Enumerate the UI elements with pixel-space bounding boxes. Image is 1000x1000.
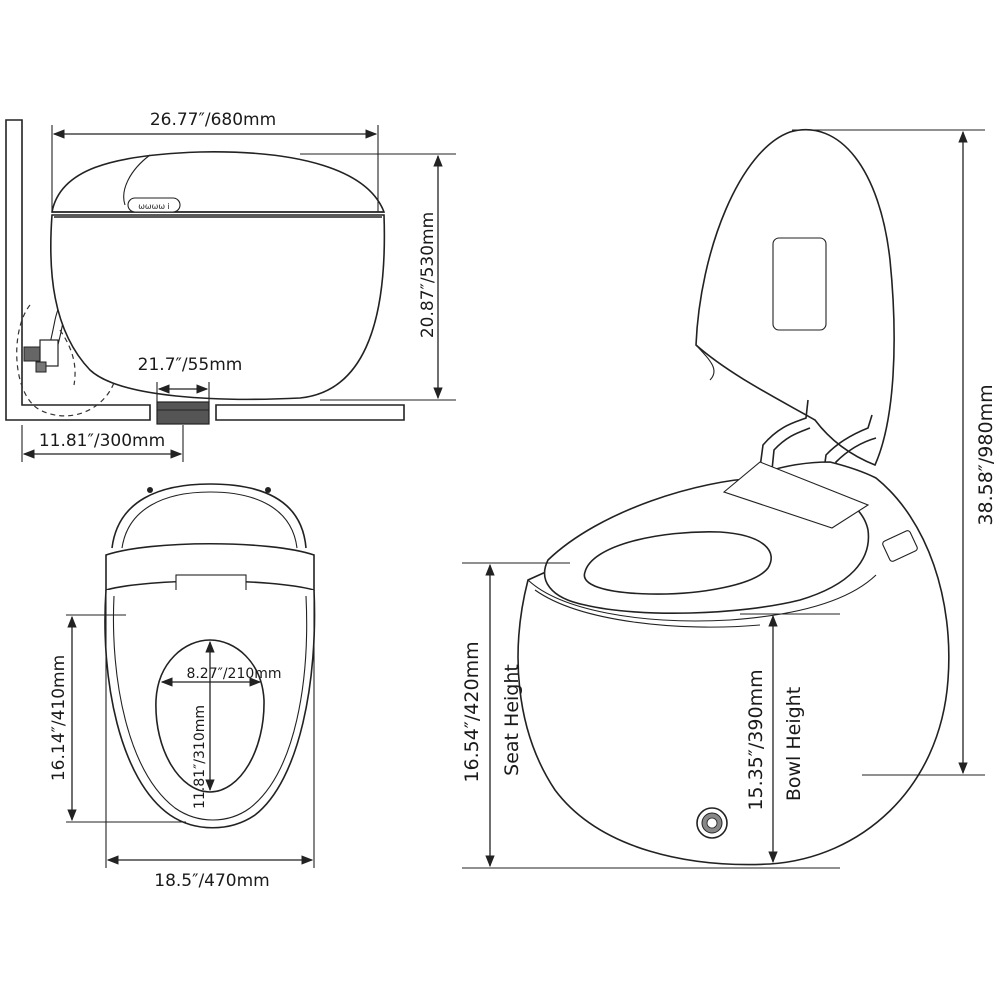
total-height-label: 38.58″/980mm (975, 384, 997, 525)
seat-height-caption: Seat Height (501, 664, 523, 776)
side-view: ωωωω i 26.77″/680mm 20.87″/530mm 21.7″/5… (5, 110, 456, 462)
opening-width-label: 8.27″/210mm (186, 666, 281, 682)
wall (5, 119, 151, 421)
floor-right (215, 404, 405, 421)
lid-display (772, 237, 827, 331)
side-button (882, 530, 918, 562)
top-view: 8.27″/210mm 11.81″/310mm 16.14″/410mm 18… (49, 483, 316, 891)
logo-badge (127, 197, 181, 213)
seat-depth-label: 16.14″/410mm (49, 655, 69, 781)
bowl-height-caption: Bowl Height (783, 687, 805, 801)
iso-seat-opening (583, 531, 772, 595)
rough-in-label: 11.81″/300mm (39, 431, 165, 451)
iso-view: 38.58″/980mm 16.54″/420mm Seat Height 15… (461, 129, 997, 869)
outlet-label: 21.7″/55mm (138, 355, 243, 375)
angle-valve (23, 339, 59, 373)
side-lid (51, 151, 386, 213)
side-width-label: 26.77″/680mm (150, 110, 276, 130)
hinge-arch (111, 483, 307, 549)
drain-outlet (156, 401, 210, 425)
side-height-label: 20.87″/530mm (418, 212, 438, 338)
hinge-left (756, 399, 809, 491)
bowl-height-label: 15.35″/390mm (745, 669, 767, 810)
top-width-label: 18.5″/470mm (154, 871, 270, 891)
side-bowl-body (49, 214, 386, 401)
seat-height-label: 16.54″/420mm (461, 641, 483, 782)
logo-text: ωωωω i (138, 202, 170, 211)
hinge-right (819, 414, 873, 501)
back-plate (722, 461, 870, 529)
opening-depth-label: 11.81″/310mm (192, 705, 208, 809)
